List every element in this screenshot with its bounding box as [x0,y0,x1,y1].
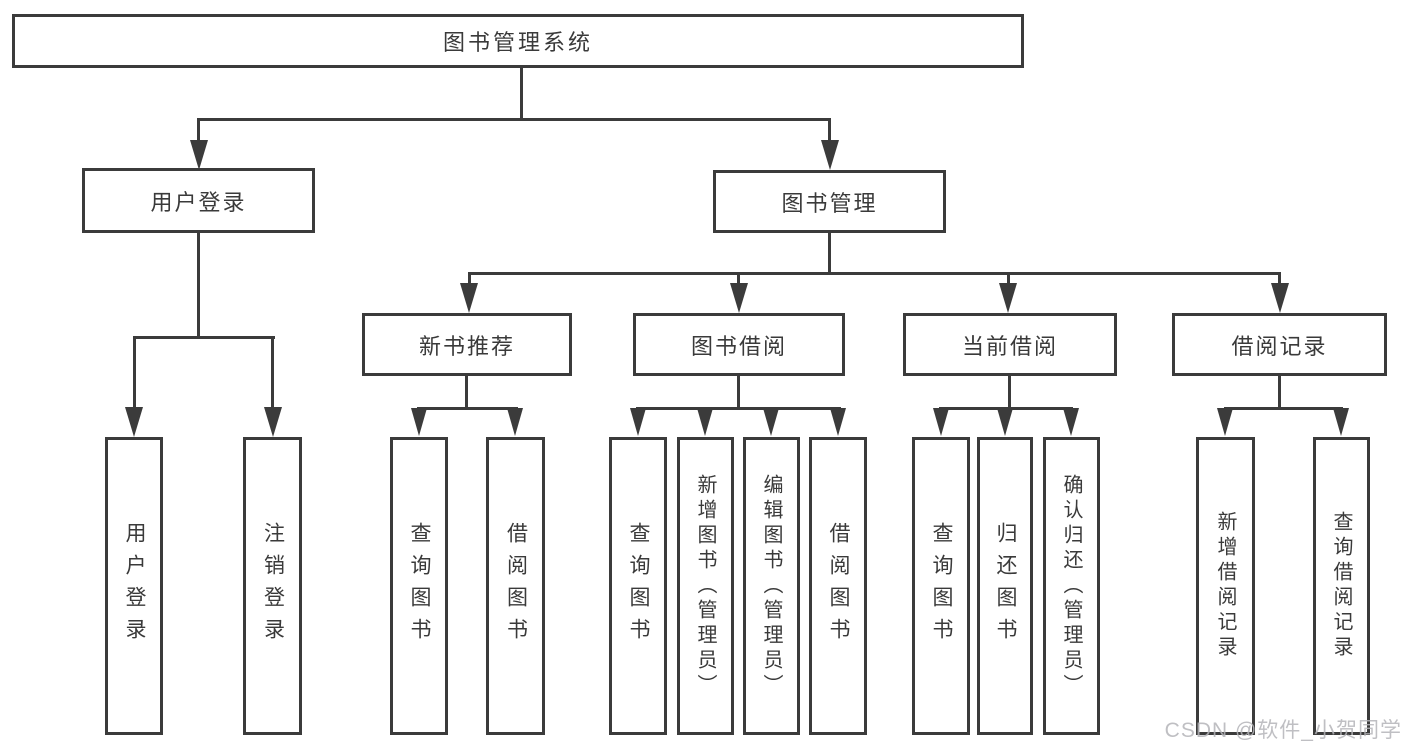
connector-to-book-borrow [737,272,740,284]
leaf-add-borrow-record: 新增借阅记录 [1196,437,1255,735]
leaf-add-books-admin: 新增图书（管理员） [677,437,734,735]
leaf-borrow-books-recommend: 借阅图书 [486,437,545,735]
leaf-query-books-current: 查询图书 [912,437,970,735]
arrow-down-icon [460,283,478,313]
arrow-down-icon [1063,408,1079,436]
leaf-logout: 注销登录 [243,437,302,735]
connector-book-borrow-branch [636,407,841,410]
connector-to-current-borrow [1007,272,1010,284]
arrow-down-icon [933,408,949,436]
leaf-borrow-books: 借阅图书 [809,437,867,735]
connector-to-user-login [197,118,200,144]
arrow-down-icon [1333,408,1349,436]
connector-to-leaf-user-login [133,336,136,410]
arrow-down-icon [763,408,779,436]
node-user-login: 用户登录 [82,168,315,233]
connector-book-borrow-stem [737,374,740,409]
arrow-down-icon [507,408,523,436]
leaf-user-login: 用户登录 [105,437,163,735]
node-current-borrow: 当前借阅 [903,313,1117,376]
connector-to-book-management [828,118,831,144]
arrow-down-icon [190,140,208,170]
leaf-query-books-borrow: 查询图书 [609,437,667,735]
arrow-down-icon [264,407,282,437]
arrow-down-icon [630,408,646,436]
connector-new-book-recommend-stem [465,374,468,409]
leaf-query-borrow-record: 查询借阅记录 [1313,437,1370,735]
node-borrow-records: 借阅记录 [1172,313,1387,376]
leaf-return-books: 归还图书 [977,437,1033,735]
arrow-down-icon [411,408,427,436]
arrow-down-icon [697,408,713,436]
connector-to-borrow-records [1278,272,1281,284]
arrow-down-icon [997,408,1013,436]
leaf-edit-books-admin: 编辑图书（管理员） [743,437,800,735]
connector-user-login-stem [197,233,200,338]
connector-user-login-branch [133,336,275,339]
connector-root-branch [197,118,831,121]
connector-book-management-stem [828,233,831,274]
connector-to-leaf-logout [271,336,274,410]
arrow-down-icon [999,283,1017,313]
node-book-borrow: 图书借阅 [633,313,845,376]
leaf-confirm-return-admin: 确认归还（管理员） [1043,437,1100,735]
arrow-down-icon [830,408,846,436]
connector-to-new-book-recommend [468,272,471,284]
arrow-down-icon [821,140,839,170]
connector-borrow-records-branch [1224,407,1343,410]
csdn-watermark: CSDN @软件_小贺同学 [1164,719,1402,742]
connector-root-stem [520,66,523,118]
arrow-down-icon [730,283,748,313]
leaf-query-books-recommend: 查询图书 [390,437,448,735]
connector-current-borrow-stem [1008,374,1011,409]
connector-book-management-branch [468,272,1281,275]
node-book-management: 图书管理 [713,170,946,233]
connector-new-book-recommend-branch [417,407,518,410]
arrow-down-icon [1217,408,1233,436]
node-new-book-recommend: 新书推荐 [362,313,572,376]
node-library-management-system: 图书管理系统 [12,14,1024,68]
connector-borrow-records-stem [1278,374,1281,409]
arrow-down-icon [1271,283,1289,313]
arrow-down-icon [125,407,143,437]
